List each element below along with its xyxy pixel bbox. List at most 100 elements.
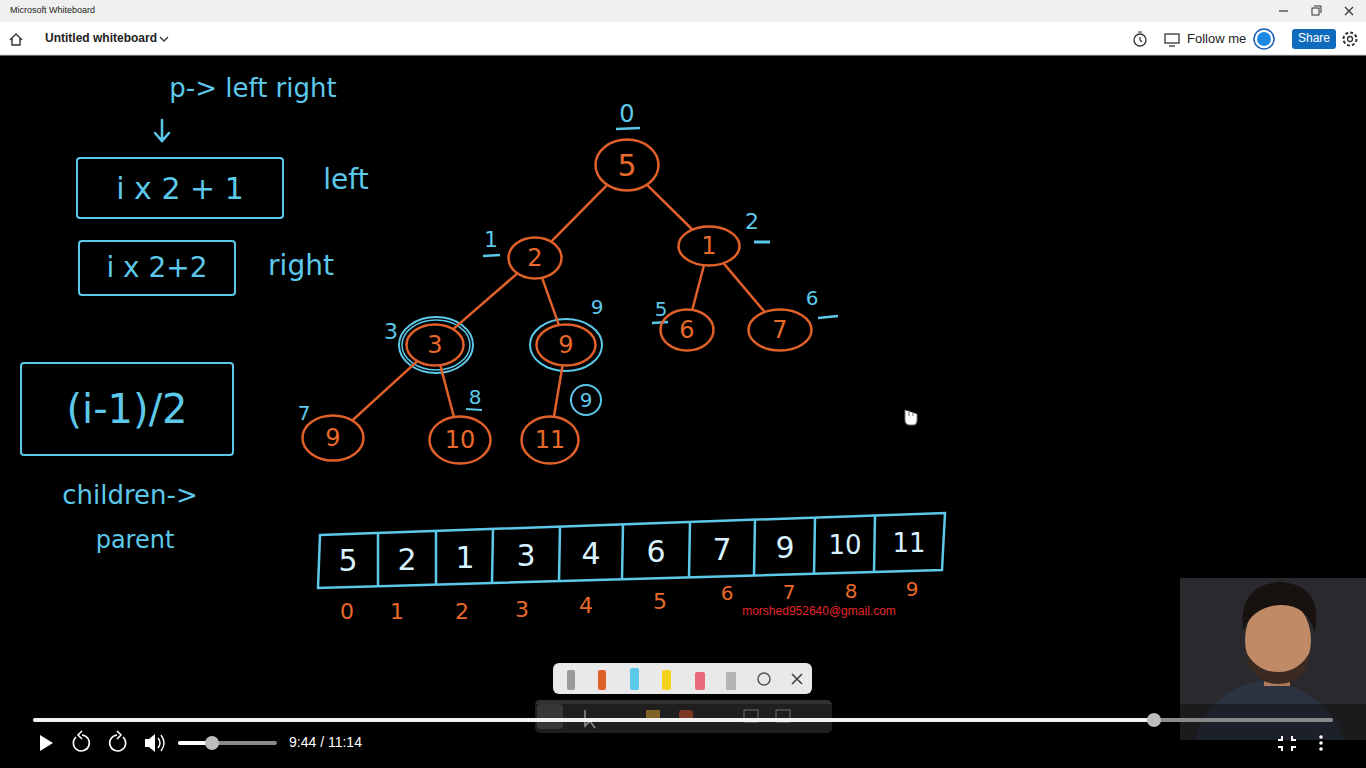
controls-shade [0,704,1366,768]
array-cell: 2 [397,543,416,576]
formula-box: i x 2+2 [78,240,236,296]
tree-node: 3 [405,323,465,367]
underline [616,128,640,129]
index-label: 3 [384,320,398,344]
menu-icon [1319,735,1323,739]
tree-edge [353,362,416,419]
node-outline [596,140,659,191]
chevron-icon [160,37,168,41]
index-label: 6 [806,287,819,309]
index-label: 9 [591,296,604,318]
handwritten-note: parent [96,527,175,553]
array-cell: 6 [646,535,665,568]
array-index: 5 [653,590,667,614]
lasso-icon [758,673,770,685]
index-label: 7 [298,402,311,424]
underline [652,322,668,323]
volume-icon [145,734,155,752]
array-cell: 7 [712,533,731,566]
highlighter-icon [662,670,671,690]
array-index: 2 [455,600,469,624]
tree-edge [648,186,691,229]
highlight-ring [402,320,470,370]
index-label: 0 [619,101,634,127]
array-dividers [378,515,875,586]
node-value: 9 [325,425,340,451]
node-value: 11 [535,427,566,453]
handwritten-note: children-> [62,481,197,510]
video-time: 9:44 / 11:14 [289,735,362,750]
share-button: Share [1292,29,1336,49]
array-cell: 10 [828,531,861,560]
minimize-icon [1279,10,1288,11]
tree-edge [543,279,559,323]
node-outline [749,310,812,351]
follow-button: Follow me [1187,32,1246,46]
tree-node: 11 [520,415,580,465]
node-value: 6 [679,317,694,343]
array-cell: 3 [516,539,535,572]
index-label: 8 [469,386,482,408]
pen-icon [630,668,639,690]
node-value: 9 [558,332,573,358]
settings-icon [1348,37,1353,42]
tree-node: 10 [428,415,492,465]
tree-node: 9 [301,414,365,462]
index-label: 1 [484,228,498,252]
screen-icon [1165,34,1179,43]
ruler-icon [726,672,736,690]
home-icon [10,34,22,45]
menu-border [0,55,1366,56]
array-index: 0 [340,600,354,624]
tree-node: 7 [747,308,813,352]
eraser-icon [695,672,705,690]
menu-icon [1319,741,1323,745]
restore-icon [1312,8,1319,15]
node-outline [509,238,562,279]
index-label: 2 [745,210,759,234]
restore-icon [1314,6,1321,13]
close-icon [1345,7,1353,15]
array-outline [318,513,945,588]
array-cell: 9 [775,531,794,564]
highlight-ring [530,319,602,371]
handwritten-note: left [323,165,368,196]
node-outline [661,310,714,351]
tree-node: 5 [594,138,660,192]
down-arrow [155,120,169,141]
array-index: 7 [783,581,796,603]
tree-node: 1 [677,225,741,267]
pen-icon [598,670,606,690]
tree-node: 2 [507,236,563,280]
settings-icon [1344,33,1357,46]
tree-edge [441,367,454,416]
progress-played [33,718,1154,722]
array-cell: 11 [892,529,925,558]
node-outline [537,325,596,366]
node-value: 2 [527,245,542,271]
node-outline [430,417,491,464]
formula-text: (i-1)/2 [66,387,187,431]
volume-knob [205,736,219,750]
exit-fullscreen-icon [1278,736,1296,751]
handwritten-note: p-> left right [169,74,336,103]
node-value: 7 [772,317,787,343]
tree-edge [693,267,704,309]
array-index: 8 [845,580,858,602]
rewind-icon [73,731,89,751]
underline [483,255,500,256]
array-cell: 1 [455,541,474,574]
person-beard [1245,650,1311,684]
array-index: 4 [579,594,593,618]
timer-icon [1138,32,1142,42]
play-icon [40,735,53,751]
pen-icon [567,670,575,690]
handwritten-note: right [268,251,334,282]
node-value: 3 [427,332,442,358]
tree-edge [552,186,606,241]
highlight-ring [399,317,473,373]
array-index: 1 [390,600,404,624]
